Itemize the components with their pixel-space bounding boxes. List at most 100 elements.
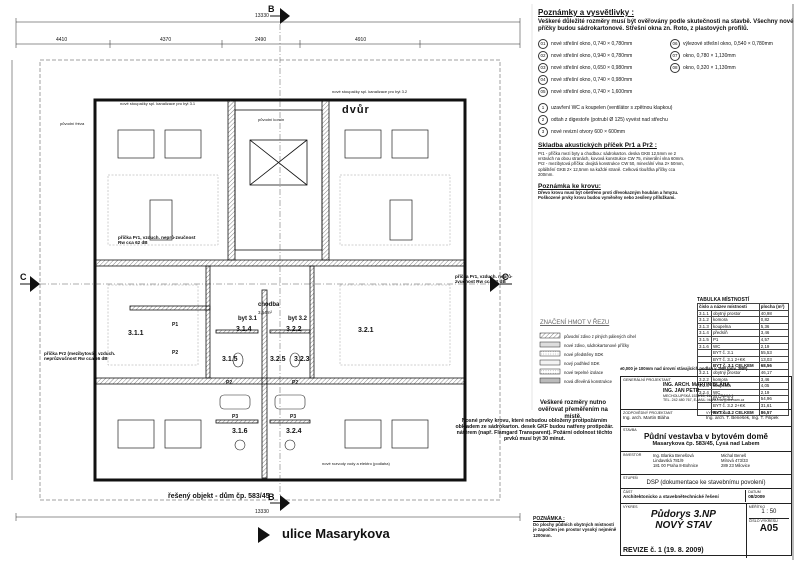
window-tag: 06 <box>670 39 680 49</box>
drawing-subtitle: NOVÝ STAV <box>655 520 712 531</box>
note-text: Do plochy půdních obytných místností je … <box>533 522 617 538</box>
room-label: 3.1.5 <box>222 356 238 363</box>
responsible-name: Ing. arch. Martin Bláha <box>623 415 670 420</box>
legend-item: nová dřevěná konstrukce <box>564 379 613 384</box>
legend-item: nové zdivo, sádrokartonové příčky <box>564 343 630 348</box>
tb-label: STUPEŇ <box>623 476 638 480</box>
window-desc: nové střešní okno, 0,740 × 0,780mm <box>551 41 633 47</box>
partition-tag: P2 <box>172 350 179 356</box>
investor-address: Mírová 473/33 <box>721 458 748 463</box>
investor-address: 181 00 Praha 8-Bohnice <box>653 463 699 468</box>
legend-item: nový podhled SDK <box>564 361 600 366</box>
tb-label: ČÍSLO VÝKRESU <box>748 519 778 523</box>
part: Architektonicko a stavebnětechnické řeše… <box>623 494 719 499</box>
revision: REVIZE č. 1 (19. 8. 2009) <box>623 547 704 554</box>
project-subtitle: Masarykova čp. 583/45, Lysá nad Labem <box>652 441 760 447</box>
roof-fire-note: Nosné prvky krovu, které nebudou obložen… <box>455 418 614 442</box>
scale: 1 : 50 <box>748 509 789 519</box>
tb-label: GENERÁLNÍ PROJEKTANT <box>623 378 671 382</box>
note-title: POZNÁMKA : <box>533 516 565 522</box>
legend-item: nové předstěny SDK <box>564 352 604 357</box>
dim-part: 2490 <box>255 37 267 43</box>
room-label: 3.2.2 <box>286 326 302 333</box>
tb-label: INVESTOR <box>623 453 642 457</box>
roof-text: Dřevo krovu musí být ošetřeno proti dřev… <box>538 190 679 201</box>
item-tag: 1 <box>538 103 548 113</box>
partition-tag: P3 <box>232 414 239 420</box>
room-label: 3.1.4 <box>236 326 252 333</box>
investor-address: Lindavská 781/9 <box>653 458 684 463</box>
dim-part: 4410 <box>56 37 68 43</box>
section-marker-b: B <box>268 4 275 14</box>
notes-intro: Veškeré důležité rozměry musí být ověřov… <box>538 19 794 32</box>
window-desc: nové střešní okno, 0,740 × 1,600mm <box>551 89 633 95</box>
tb-label: STAVBA <box>623 428 637 432</box>
window-tag: 01 <box>538 39 548 49</box>
dim-part: 4370 <box>160 37 172 43</box>
drawn-by: Ing. arch. T. Benešek, Ing. T. Filipek <box>706 415 779 420</box>
partition-note: příčka Pr1, vzduch. neprů-zvučnost Rw cc… <box>455 274 513 284</box>
roof-title: Poznámka ke krovu: <box>538 183 601 191</box>
partition-tag: P2 <box>292 380 299 386</box>
room-label: 3.1.1 <box>128 330 144 337</box>
area-table-title: TABULKA MÍSTNOSTÍ <box>697 297 750 303</box>
courtyard-label: dvůr <box>342 104 370 116</box>
acoustic-title: Skladba akustických příček Pr1 a Pr2 : <box>538 142 657 149</box>
window-tag: 08 <box>670 63 680 73</box>
plan-note: nové stoupačky spl. kanalizace pro byt 3… <box>332 89 408 94</box>
partition-tag: P2 <box>226 380 233 386</box>
window-desc: okno, 0,780 × 1,130mm <box>683 53 736 59</box>
window-tag: 04 <box>538 75 548 85</box>
window-tag: 07 <box>670 51 680 61</box>
window-desc: výlezové střešní okno, 0,540 × 0,780mm <box>683 41 773 47</box>
room-label: chodba <box>258 302 280 308</box>
drawing-number: A05 <box>759 523 779 534</box>
designer-contact: TEL. 242 480 767, E-MAIL: blaha.mar@sezn… <box>663 398 745 402</box>
project-title: Půdní vestavba v bytovém domě <box>643 432 769 441</box>
room-label: 3.1.6 <box>232 428 248 435</box>
tb-label: MĚŘÍTKO <box>748 505 766 509</box>
tb-label: DATUM <box>748 490 761 494</box>
partition-note: příčka Pr2 (mezibytová), vzduch. neprůzv… <box>44 351 116 361</box>
designer-name: ING. ARCH. MARTIN BLÁHA <box>663 382 731 388</box>
item-tag: 2 <box>538 115 548 125</box>
tb-label: ČÁST <box>623 490 633 494</box>
acoustic-text: Pr1 - příčka mezi byty a chodbou: sádrok… <box>538 151 685 177</box>
window-tag: 05 <box>538 87 548 97</box>
section-marker-c: C <box>502 272 509 282</box>
window-tag: 02 <box>538 51 548 61</box>
legend-list: původní zdivo z plných pálených cihel no… <box>564 332 674 386</box>
item-desc: odtah z digestoře (potrubí Ø 125) vyvést… <box>551 117 668 123</box>
room-label: byt 3.1 <box>238 316 258 322</box>
window-desc: okno, 0,320 × 1,130mm <box>683 65 736 71</box>
area-table: TABULKA MÍSTNOSTÍ číslo a název místnost… <box>697 297 790 417</box>
tb-label: VYPRACOVAL <box>706 411 731 415</box>
window-desc: nové střešní okno, 0,650 × 0,980mm <box>551 65 633 71</box>
window-desc: nové střešní okno, 0,940 × 0,780mm <box>551 53 633 59</box>
partition-note: příčka Pr1, vzduch. neprů-zvučnost Rw cc… <box>118 235 196 245</box>
dim-part: 4910 <box>355 37 367 43</box>
item-desc: uzavření WC a koupelen (ventilátor s zpě… <box>551 105 673 111</box>
table-footnote: ±0,000 je 100mm nad úrovní stávajících p… <box>620 366 748 371</box>
partition-tag: P1 <box>172 322 179 328</box>
section-marker-b: B <box>268 492 275 502</box>
room-label: 3.2.1 <box>358 327 374 334</box>
dim-bottom-total: 13330 <box>255 509 269 515</box>
investor: Michal Beneš <box>721 453 747 458</box>
tb-label: VÝKRES <box>623 505 638 509</box>
plan-note: původní komín <box>258 117 285 122</box>
item-tag: 3 <box>538 127 548 137</box>
legend-item: původní zdivo z plných pálených cihel <box>564 334 636 339</box>
designer-address: MECHOLUPSKÁ 1532/15, 110 00 PRAHA 1 <box>663 394 734 398</box>
